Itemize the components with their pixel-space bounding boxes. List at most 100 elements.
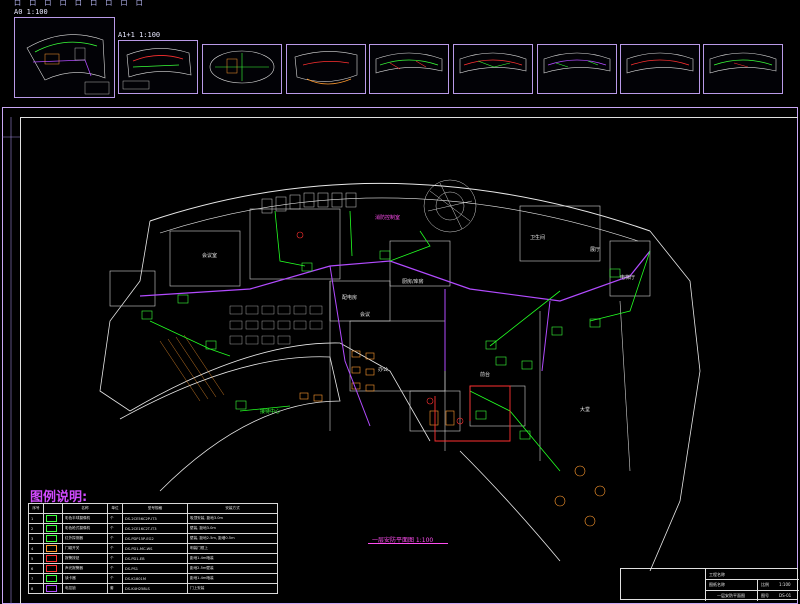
thumb-1[interactable] bbox=[14, 17, 115, 98]
legend-cell: DS-PD1-EB bbox=[122, 553, 188, 564]
binding-margin bbox=[2, 117, 20, 604]
floor-plan[interactable]: 会议室 消防控制室 配电房 会议 厨房/库房 办公 前台 大堂 接待中心 展厅 … bbox=[90, 171, 710, 571]
thumb-7[interactable] bbox=[537, 44, 617, 94]
legend-cell: 门磁开关 bbox=[62, 543, 108, 554]
scale-label-a0: A0 1:100 bbox=[14, 8, 48, 16]
legend-cell: 6 bbox=[28, 563, 44, 574]
legend-header: 型号规格 bbox=[122, 503, 188, 514]
legend-cell: DS-PDP15P-EG2 bbox=[122, 533, 188, 544]
hatched-zone bbox=[159, 334, 225, 402]
room-label: 厨房/库房 bbox=[402, 278, 424, 285]
inner-wall-north bbox=[159, 197, 639, 242]
room-label: 配电房 bbox=[342, 294, 357, 301]
title-block-project-label: 工程名称 bbox=[709, 572, 725, 577]
thumb-9[interactable] bbox=[703, 44, 783, 94]
legend-cell: 套 bbox=[107, 583, 123, 594]
legend-symbol-icon bbox=[43, 573, 63, 584]
room-label: 接待中心 bbox=[260, 408, 280, 415]
title-block-scale-value: 1:100 bbox=[779, 582, 791, 587]
thumb-3[interactable] bbox=[202, 44, 282, 94]
plan-title-underline bbox=[368, 543, 448, 544]
legend-cell: 个 bbox=[107, 563, 123, 574]
camera-devices bbox=[141, 250, 621, 440]
legend-symbol-icon bbox=[43, 563, 63, 574]
legend-cell: 门上安装 bbox=[187, 583, 278, 594]
cable-purple-branch bbox=[329, 265, 551, 427]
cable-green-2 bbox=[149, 290, 561, 472]
legend-header: 安装方式 bbox=[187, 503, 278, 514]
legend-cell: 7 bbox=[28, 573, 44, 584]
office-desks bbox=[229, 305, 323, 345]
drawing-sheet[interactable]: 会议室 消防控制室 配电房 会议 厨房/库房 办公 前台 大堂 接待中心 展厅 … bbox=[0, 103, 800, 604]
west-wall bbox=[99, 220, 151, 412]
thumb-8[interactable] bbox=[620, 44, 700, 94]
legend-cell: DS-PS1 bbox=[122, 563, 188, 574]
thumb-4[interactable] bbox=[286, 44, 366, 94]
legend-cell: 3 bbox=[28, 533, 44, 544]
legend-cell: 个 bbox=[107, 553, 123, 564]
legend-symbol-icon bbox=[43, 543, 63, 554]
legend-cell: 1 bbox=[28, 513, 44, 524]
room-label: 电梯厅 bbox=[620, 274, 635, 281]
thumb-8-plan bbox=[626, 52, 694, 74]
thumb-1-plan bbox=[26, 34, 110, 95]
legend-header-row: 序号 名称 单位 型号规格 安装方式 bbox=[28, 503, 278, 514]
cable-red bbox=[434, 385, 511, 442]
outer-wall-north bbox=[149, 182, 651, 232]
thumb-5[interactable] bbox=[369, 44, 449, 94]
furniture bbox=[299, 350, 606, 527]
thumb-3-plan bbox=[209, 50, 275, 84]
legend-symbol-icon bbox=[43, 533, 63, 544]
legend-cell: DS-K4H258LS bbox=[122, 583, 188, 594]
header-marks: 口 口 口 口 口 口 口 口 口 bbox=[14, 0, 145, 7]
legend-cell: 距地1.4m暗装 bbox=[187, 553, 278, 564]
legend-cell: 8 bbox=[28, 583, 44, 594]
ramp-wall bbox=[119, 356, 341, 492]
legend-header: 名称 bbox=[62, 503, 108, 514]
legend-title: 图例说明: bbox=[30, 490, 88, 505]
legend-cell: 4 bbox=[28, 543, 44, 554]
room-label: 前台 bbox=[480, 371, 490, 378]
room-label: 卫生间 bbox=[530, 234, 545, 241]
spiral-stair bbox=[423, 179, 477, 233]
cable-green-3 bbox=[239, 250, 651, 412]
thumb-6[interactable] bbox=[453, 44, 533, 94]
legend-cell: 报警按钮 bbox=[62, 553, 108, 564]
legend-cell: DS-2CE56C2P-IT3 bbox=[122, 513, 188, 524]
title-block-drawing-label: 图纸名称 bbox=[709, 582, 725, 587]
legend-cell: 个 bbox=[107, 513, 123, 524]
legend-symbol-icon bbox=[43, 523, 63, 534]
legend-header: 单位 bbox=[107, 503, 123, 514]
legend-cell: DS-K1801M bbox=[122, 573, 188, 584]
legend-cell: 个 bbox=[107, 523, 123, 534]
legend-cell: 个 bbox=[107, 533, 123, 544]
legend-cell: 明装门框上 bbox=[187, 543, 278, 554]
legend-cell: 电控锁 bbox=[62, 583, 108, 594]
thumb-4-plan bbox=[294, 51, 358, 85]
thumb-2[interactable] bbox=[118, 40, 198, 94]
title-block-drawing-name: 一层安防平面图 bbox=[717, 593, 745, 598]
outer-wall-south bbox=[129, 342, 431, 442]
legend-cell: 距地1.4m暗装 bbox=[187, 573, 278, 584]
legend-symbol-icon bbox=[43, 513, 63, 524]
legend-cell: 5 bbox=[28, 553, 44, 564]
legend-cell: 距地2.5m壁装 bbox=[187, 563, 278, 574]
room-label: 大堂 bbox=[580, 406, 590, 413]
toilet-cubicles bbox=[261, 192, 357, 214]
legend-symbol-icon bbox=[43, 583, 63, 594]
legend-cell: 个 bbox=[107, 543, 123, 554]
thumb-2-plan bbox=[122, 48, 192, 90]
cable-green-1 bbox=[274, 210, 431, 267]
legend-cell: 个 bbox=[107, 573, 123, 584]
plan-title: 一层安防平面图 1:100 bbox=[372, 537, 434, 544]
legend-cell: 吸顶安装, 距地3.0m bbox=[187, 513, 278, 524]
partitions bbox=[109, 205, 651, 472]
sheet-inner-frame bbox=[20, 117, 798, 604]
room-label: 消防控制室 bbox=[375, 214, 400, 221]
